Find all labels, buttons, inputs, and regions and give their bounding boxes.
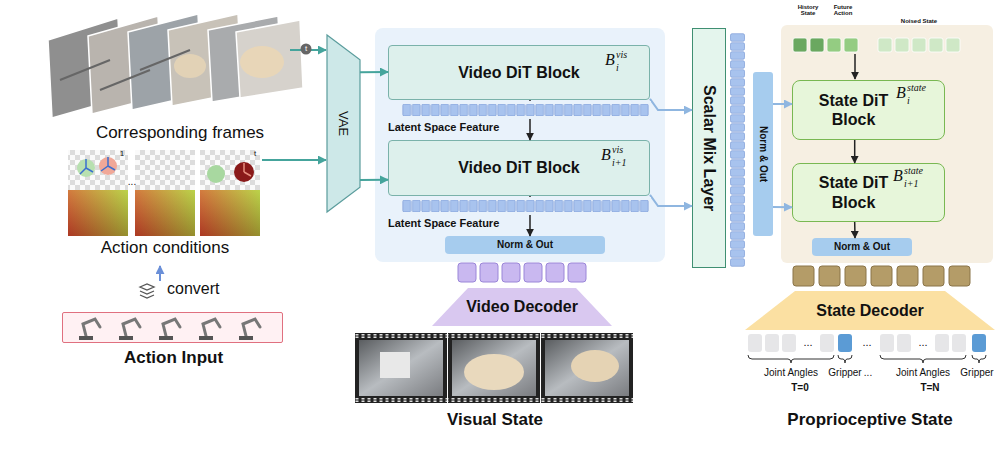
token-group-label: Noised State bbox=[894, 18, 944, 25]
video-dit-block: Video DiT Block Bvis i+1 bbox=[388, 140, 650, 196]
panel-cover bbox=[398, 101, 651, 119]
math-symbol: vis bbox=[616, 50, 627, 60]
ellipsis: ... bbox=[914, 336, 932, 349]
state-decoder: State Decoder bbox=[745, 291, 995, 330]
node-label: Video DiT Block bbox=[458, 158, 580, 177]
norm-out-box: Norm & Out bbox=[753, 72, 773, 236]
state-dit-block: State DiT BlockBstate i+1 bbox=[792, 163, 945, 222]
node-label: Video Decoder bbox=[466, 297, 578, 316]
field-label: Gripper bbox=[957, 367, 996, 379]
node-label: Norm & Out bbox=[834, 241, 890, 253]
time-label: T=N bbox=[910, 382, 950, 394]
node-outline-shape bbox=[432, 288, 612, 326]
input-arrow bbox=[262, 159, 326, 161]
token-group-label: History State bbox=[794, 4, 822, 17]
video-output-tokens bbox=[458, 263, 586, 282]
node-outline-shape bbox=[327, 35, 360, 212]
output-title: Visual State bbox=[420, 410, 570, 430]
math-symbol: B bbox=[605, 52, 615, 68]
connector-arrow bbox=[360, 179, 388, 181]
vae-encoder: VAE bbox=[327, 35, 360, 212]
state-input-tokens bbox=[793, 38, 960, 52]
edge-label: Latent Space Feature bbox=[388, 121, 499, 134]
node-label: State Decoder bbox=[816, 301, 924, 320]
math-symbol: i bbox=[907, 96, 910, 106]
panel-cover bbox=[398, 197, 651, 215]
latent-token-row bbox=[402, 104, 649, 116]
node-outline-shape bbox=[745, 291, 995, 330]
math-symbol: state bbox=[904, 166, 923, 176]
frame-index: 1 bbox=[117, 149, 127, 158]
convert-arrow bbox=[159, 266, 161, 281]
math-symbol: i+1 bbox=[904, 179, 919, 189]
edge-label: Latent Space Feature bbox=[388, 217, 499, 230]
norm-out-box: Norm & Out bbox=[445, 236, 605, 254]
ellipsis: ... bbox=[858, 336, 876, 349]
field-label: Joint Angles bbox=[756, 367, 826, 379]
timestep-label: t bbox=[301, 44, 311, 53]
bracket bbox=[748, 355, 986, 363]
token-group-label: Future Action bbox=[828, 4, 858, 17]
state-output-tokens bbox=[793, 266, 970, 286]
video-dit-block: Video DiT Block Bvis i bbox=[388, 45, 650, 100]
field-label: Joint Angles bbox=[888, 367, 958, 379]
mixed-token-column bbox=[730, 33, 745, 267]
frame-index: t bbox=[250, 149, 260, 158]
connector-arrow bbox=[360, 71, 388, 73]
action-condition-tiles bbox=[68, 150, 260, 236]
video-decoder: Video Decoder bbox=[432, 288, 612, 326]
node-label: Video DiT Block bbox=[458, 63, 580, 82]
connector-arrow bbox=[854, 140, 856, 163]
field-label: Gripper bbox=[825, 367, 865, 379]
video-frames-stack bbox=[48, 14, 303, 118]
connector-arrow bbox=[650, 99, 692, 110]
connector-arrow bbox=[773, 103, 792, 105]
node-label: VAE bbox=[336, 111, 352, 136]
connector-arrow bbox=[773, 206, 792, 208]
state-dit-block: State DiT BlockBstate i bbox=[792, 80, 945, 140]
node-label: State DiT Block bbox=[809, 91, 899, 129]
ellipsis: ... bbox=[126, 176, 138, 188]
caption-text: Action conditions bbox=[75, 238, 255, 258]
output-video-frames bbox=[355, 333, 633, 403]
node-label: Norm & Out bbox=[757, 126, 769, 182]
state-sequence-cells bbox=[748, 334, 986, 352]
ellipsis: ... bbox=[858, 367, 878, 379]
connector-arrow bbox=[650, 195, 692, 206]
node-label: Scalar Mix Layer bbox=[699, 85, 718, 211]
connector-arrow bbox=[529, 100, 531, 140]
math-symbol: i bbox=[616, 63, 619, 73]
math-symbol: B bbox=[601, 147, 611, 163]
node-label: Norm & Out bbox=[497, 239, 553, 251]
token-arrow bbox=[854, 54, 856, 79]
video-branch-panel bbox=[375, 28, 665, 262]
action-input-box: Action Input bbox=[62, 312, 283, 343]
math-symbol: state bbox=[907, 83, 926, 93]
scalar-mix-layer: Scalar Mix Layer bbox=[692, 28, 726, 268]
connector-arrow bbox=[854, 222, 856, 238]
state-branch-panel bbox=[781, 25, 993, 263]
caption-text: Corresponding frames bbox=[80, 123, 280, 143]
math-symbol: i+1 bbox=[612, 158, 627, 168]
convert-label: convert bbox=[167, 280, 237, 298]
timestep-circle bbox=[301, 44, 312, 55]
math-symbol: B bbox=[893, 168, 903, 184]
ellipsis: ... bbox=[799, 336, 817, 349]
math-symbol: vis bbox=[612, 145, 623, 155]
math-symbol: B bbox=[896, 85, 906, 101]
latent-token-row bbox=[402, 200, 649, 212]
convert-icon bbox=[140, 284, 154, 298]
node-label: State DiT Block bbox=[809, 173, 899, 211]
output-title: Proprioceptive State bbox=[770, 410, 970, 430]
time-label: T=0 bbox=[780, 382, 820, 394]
norm-out-box: Norm & Out bbox=[812, 238, 912, 256]
node-label: Action Input bbox=[43, 348, 304, 368]
connector-arrow bbox=[529, 196, 531, 236]
